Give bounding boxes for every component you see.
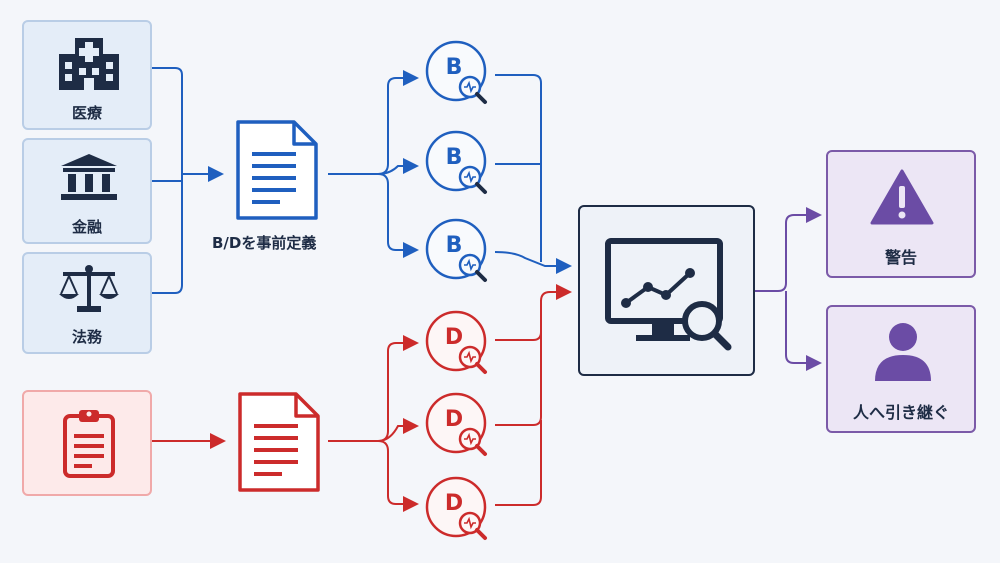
b-agent-node: B bbox=[425, 130, 487, 194]
b-agent-letter: B bbox=[446, 233, 463, 258]
source-legal: 法務 bbox=[22, 252, 152, 354]
source-medical: 医療 bbox=[22, 20, 152, 130]
magnifier-pulse-icon bbox=[458, 75, 487, 104]
output-warning: 警告 bbox=[826, 150, 976, 278]
person-icon bbox=[875, 323, 931, 381]
magnifier-pulse-icon bbox=[458, 253, 487, 282]
d-agent-node: D bbox=[425, 476, 487, 540]
bd-document-icon bbox=[236, 120, 318, 220]
scales-icon bbox=[59, 265, 119, 312]
source-label: 医療 bbox=[71, 104, 102, 122]
d-agent-letter: D bbox=[445, 325, 463, 350]
warning-icon bbox=[870, 169, 934, 225]
source-finance: 金融 bbox=[22, 138, 152, 244]
b-agent-letter: B bbox=[446, 55, 463, 80]
magnifier-pulse-icon bbox=[458, 345, 487, 374]
d-document-icon bbox=[238, 392, 320, 492]
magnifier-pulse-icon bbox=[458, 427, 487, 456]
bank-icon bbox=[61, 154, 117, 200]
b-agent-node: B bbox=[425, 40, 487, 104]
clipboard-icon bbox=[63, 410, 115, 478]
hospital-icon bbox=[59, 38, 119, 90]
output-label: 警告 bbox=[884, 248, 917, 267]
d-agent-letter: D bbox=[445, 407, 463, 432]
b-agent-letter: B bbox=[446, 145, 463, 170]
source-red bbox=[22, 390, 152, 496]
b-agent-node: B bbox=[425, 218, 487, 282]
bd-document-caption: B/Dを事前定義 bbox=[212, 234, 317, 252]
d-agent-node: D bbox=[425, 392, 487, 456]
magnifier-pulse-icon bbox=[458, 511, 487, 540]
monitor-chart-magnifier-icon bbox=[605, 238, 732, 351]
d-agent-node: D bbox=[425, 310, 487, 374]
d-agent-letter: D bbox=[445, 491, 463, 516]
source-label: 法務 bbox=[71, 328, 102, 346]
output-label: 人へ引き継ぐ bbox=[852, 403, 949, 422]
output-handoff: 人へ引き継ぐ bbox=[826, 305, 976, 433]
source-label: 金融 bbox=[71, 218, 102, 236]
magnifier-pulse-icon bbox=[458, 165, 487, 194]
monitoring-hub bbox=[578, 205, 755, 376]
